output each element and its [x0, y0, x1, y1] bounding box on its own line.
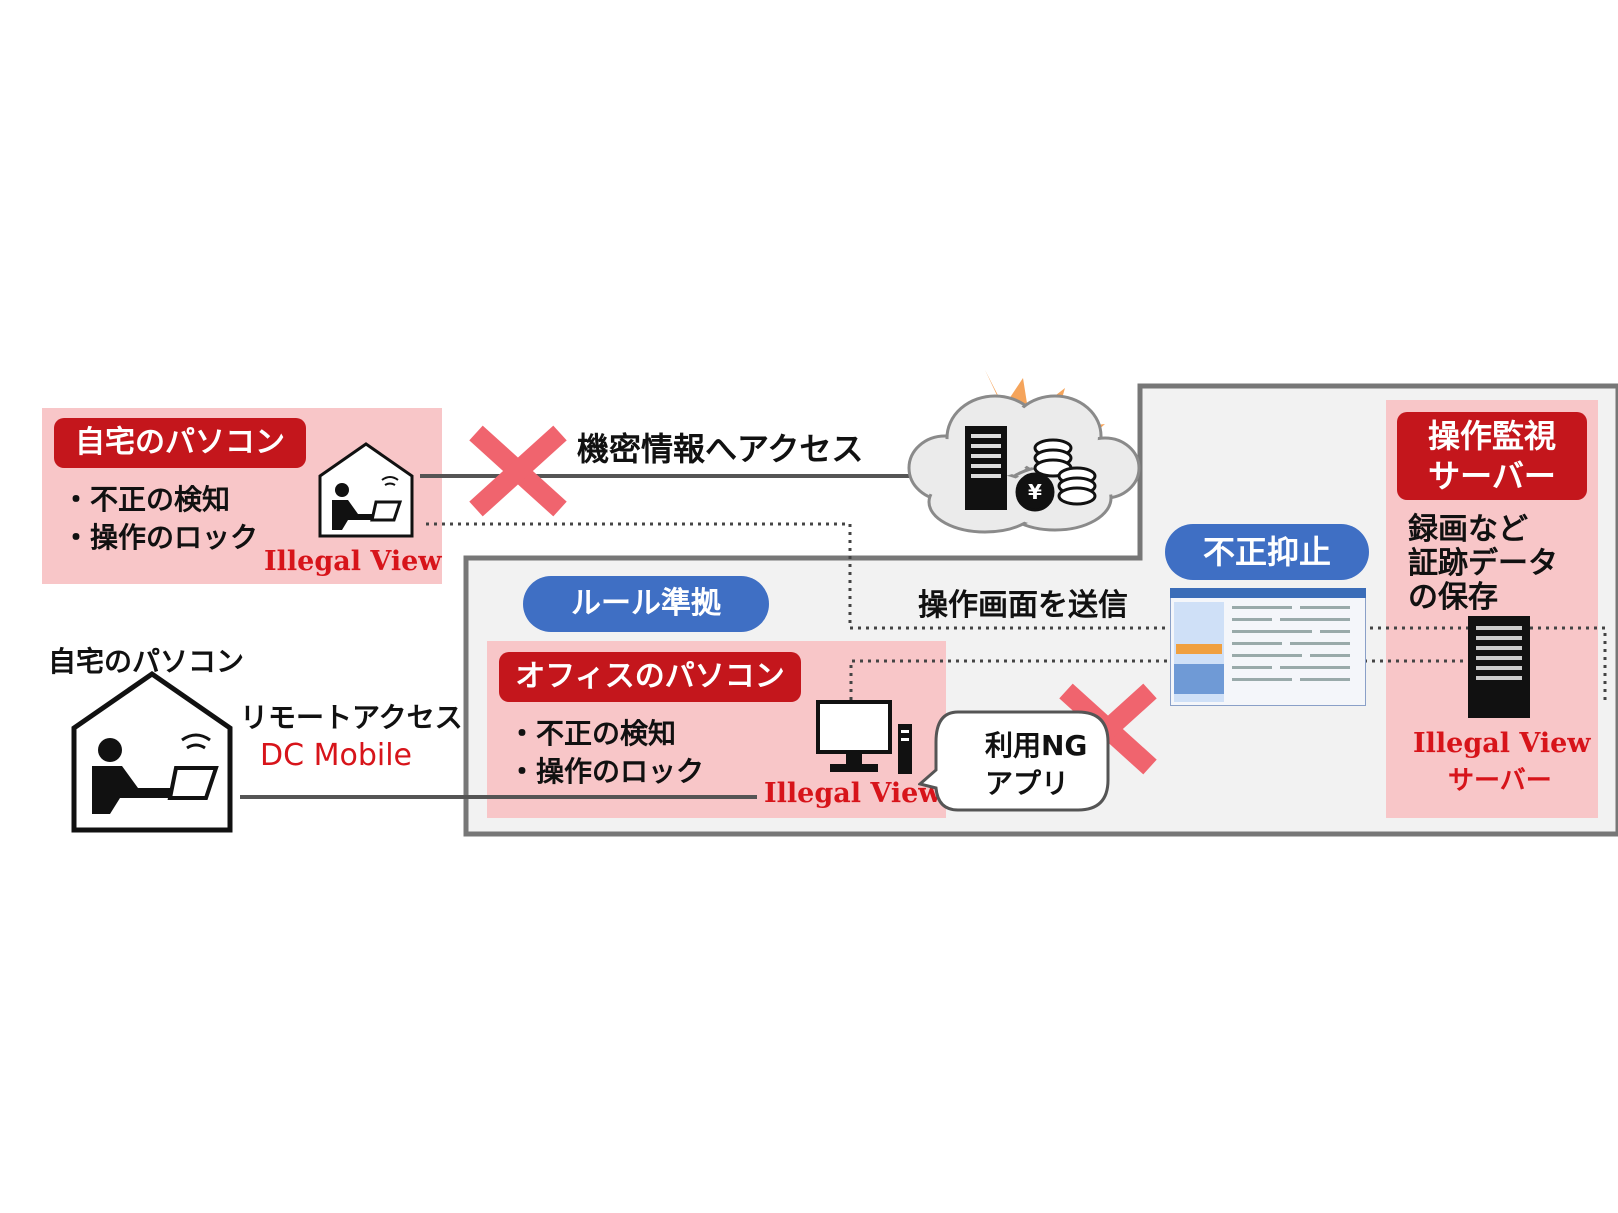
remote-access-label: リモートアクセス: [240, 696, 463, 736]
desktop-pc-icon: [816, 700, 916, 780]
screen-capture-thumbnail: [1170, 588, 1366, 706]
office-pc-bullet-lock: ・操作のロック: [508, 750, 704, 790]
server-label: 操作監視 サーバー: [1397, 412, 1587, 500]
home-pc-top-bullet-lock: ・操作のロック: [62, 516, 258, 556]
server-label-line2: サーバー: [1397, 456, 1587, 496]
monitoring-server-icon: [1466, 614, 1534, 722]
server-brand-line2: サーバー: [1448, 760, 1552, 797]
server-desc-line3: の保存: [1408, 572, 1498, 616]
server-label-line1: 操作監視: [1397, 416, 1587, 456]
fraud-prevention-pill: 不正抑止: [1165, 524, 1369, 580]
cloud-server-icon: ¥: [905, 368, 1165, 548]
office-pc-brand: Illegal View: [764, 778, 942, 809]
ng-app-line1: 利用NG: [985, 724, 1087, 764]
office-pc-label: オフィスのパソコン: [499, 652, 801, 702]
server-brand-line1: Illegal View: [1413, 728, 1591, 759]
home-pc-top-label: 自宅のパソコン: [54, 418, 306, 468]
rule-compliance-pill: ルール準拠: [523, 576, 769, 632]
svg-text:¥: ¥: [1028, 480, 1042, 504]
send-screen-dotted-line-office: [851, 661, 1483, 700]
confidential-access-label: 機密情報へアクセス: [577, 424, 863, 470]
server-tower-icon: [965, 426, 1007, 510]
home-pc-top-brand: Illegal View: [264, 546, 442, 577]
home-worker-icon-small: [316, 440, 416, 540]
cross-icon-access: [468, 425, 568, 517]
home-worker-icon-large: [70, 670, 234, 834]
office-pc-bullet-detect: ・不正の検知: [508, 712, 676, 752]
dc-mobile-brand: DC Mobile: [260, 738, 412, 773]
send-screen-label: 操作画面を送信: [918, 580, 1128, 624]
ng-app-line2: アプリ: [985, 762, 1069, 802]
home-pc-top-bullet-detect: ・不正の検知: [62, 478, 230, 518]
